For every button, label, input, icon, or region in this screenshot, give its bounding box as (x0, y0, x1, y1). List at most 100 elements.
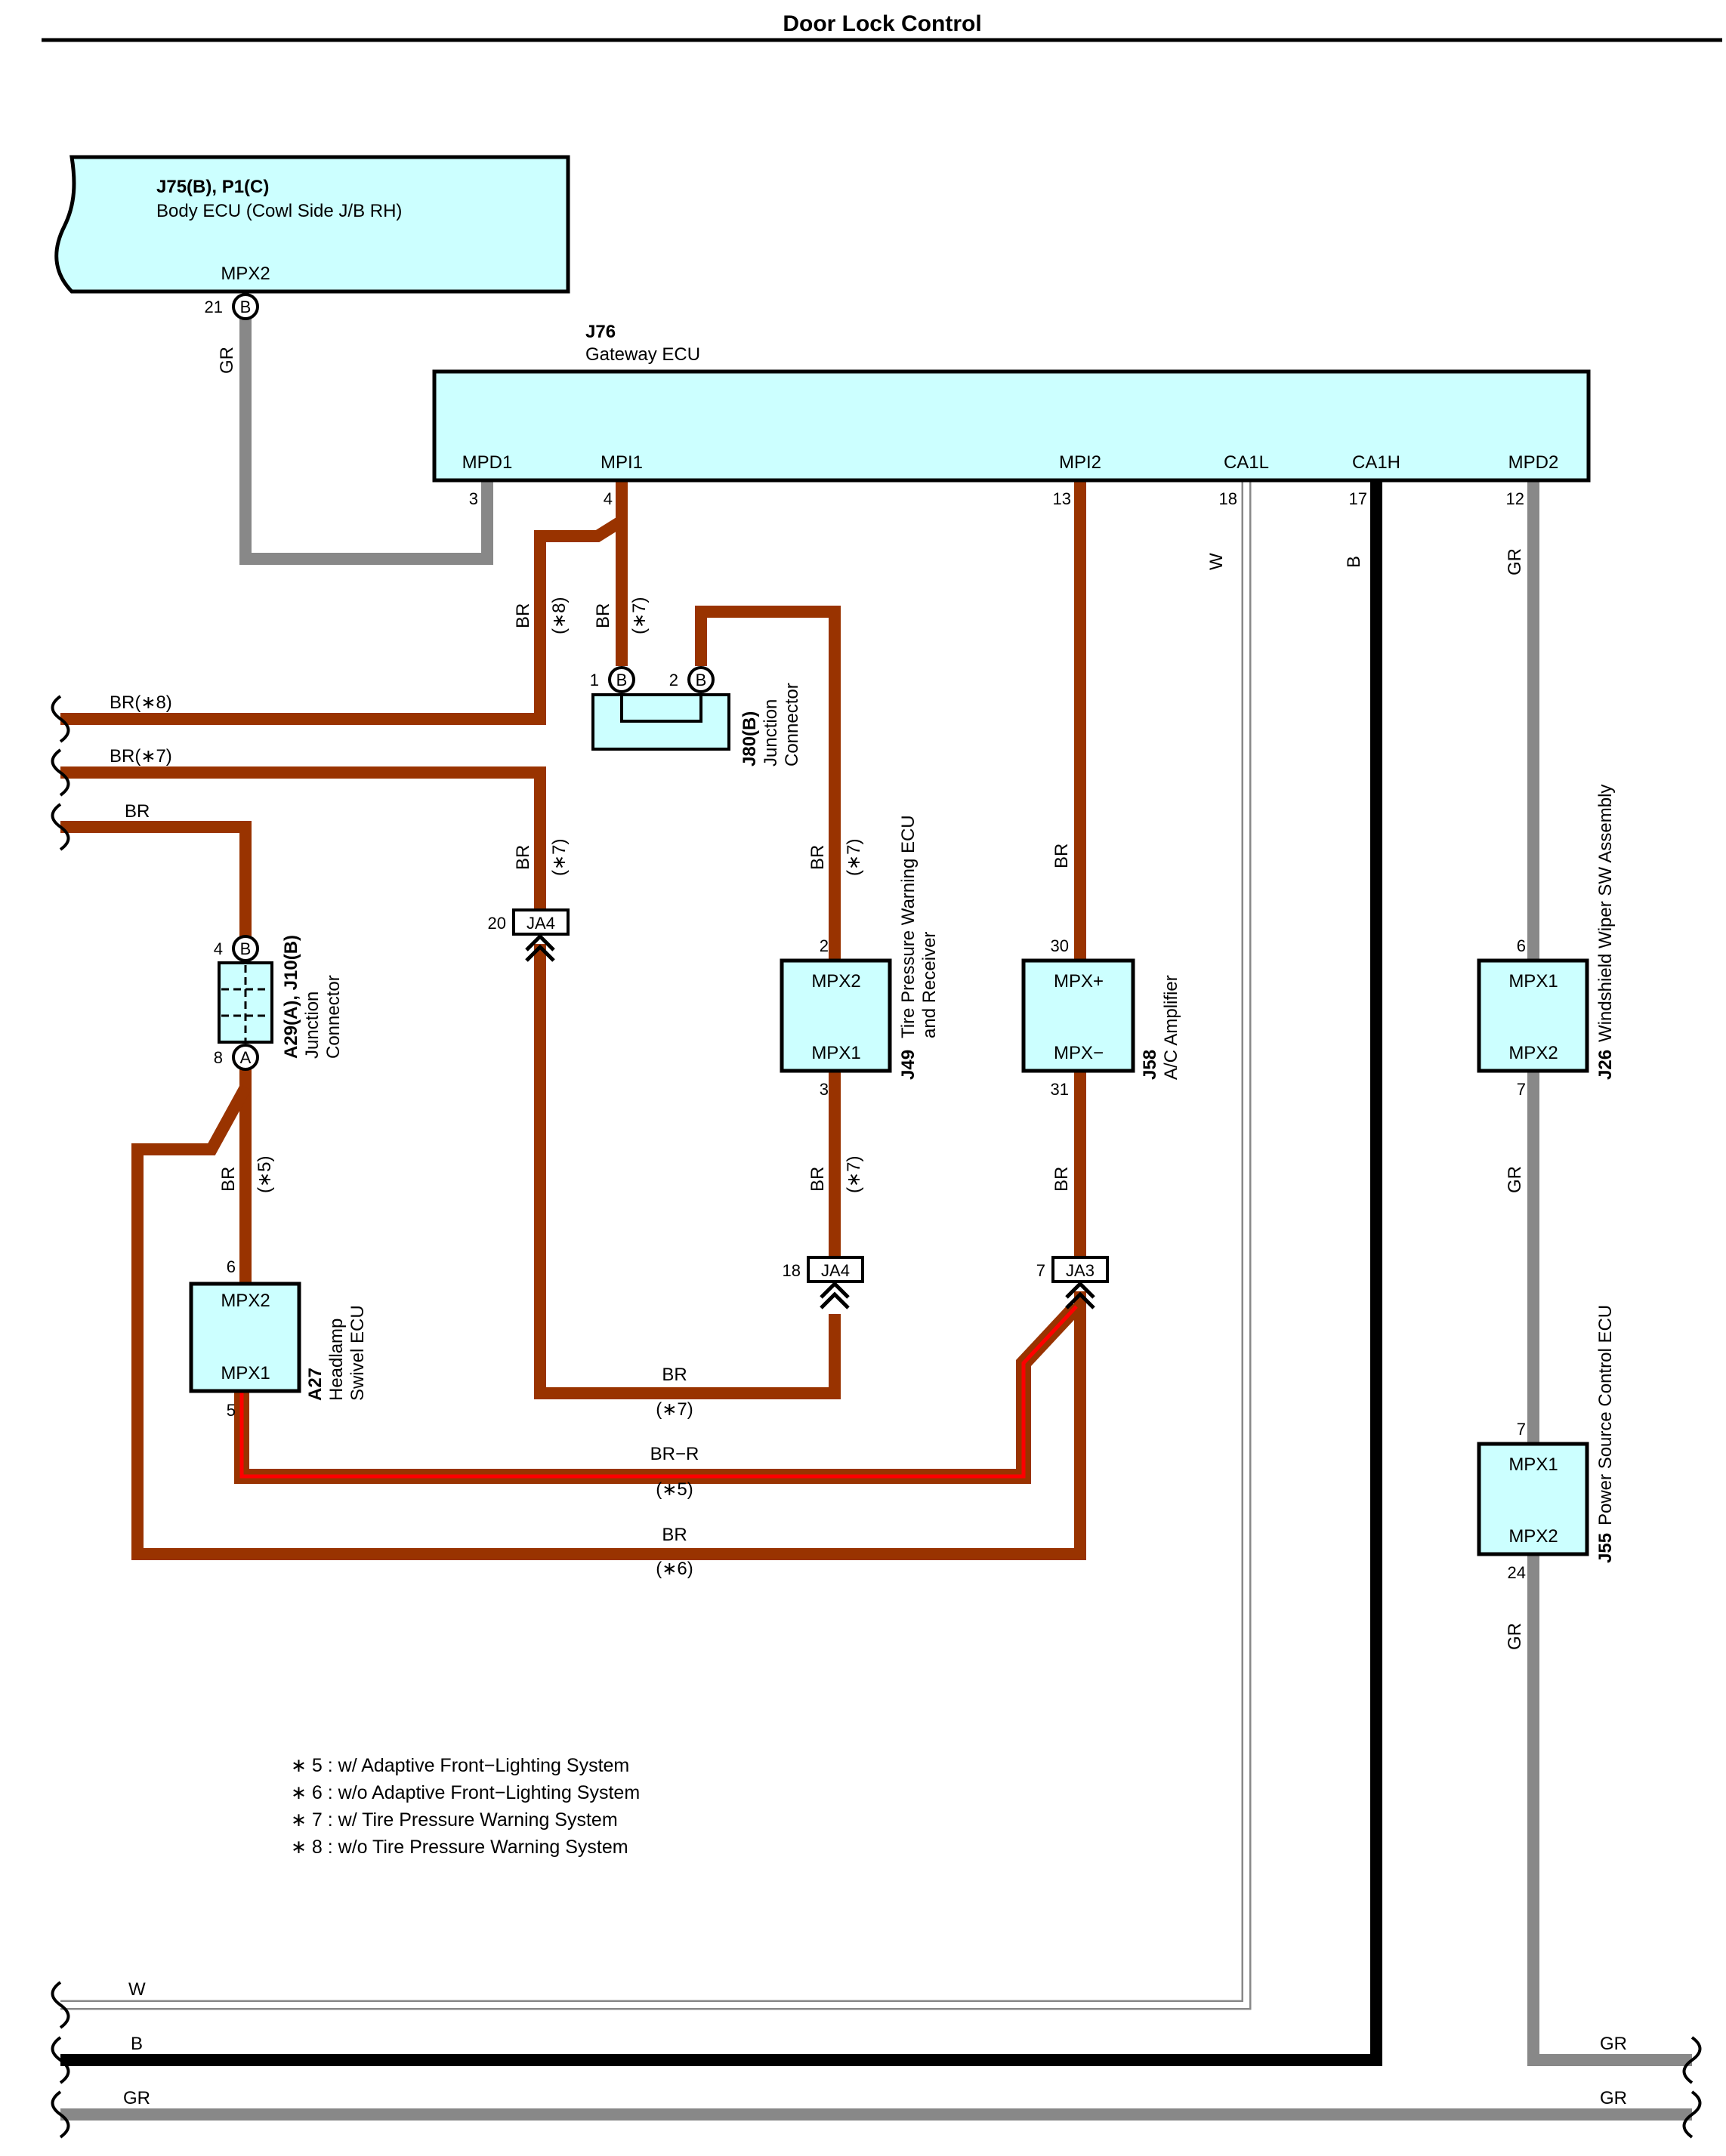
label-br-n7-loop: BR (662, 1365, 687, 1385)
j58-bot-pin: 31 (1051, 1080, 1069, 1099)
gateway-pin-number-2: 13 (1053, 489, 1071, 508)
label-br-n6: BR (662, 1525, 687, 1545)
break-left-b (51, 2036, 70, 2084)
ja4-lower-box (807, 1256, 864, 1283)
break-left-br (51, 803, 70, 851)
gateway-ecu-name: Gateway ECU (585, 344, 700, 365)
body-ecu-conn-letter: B (240, 298, 252, 316)
wire-br-n6-loop (131, 1084, 1086, 1560)
tire-pressure-ecu-j49: MPX2 MPX1 2 3 J49 Tire Pressure Warning … (780, 815, 940, 1099)
j55-code: J55 (1595, 1533, 1616, 1563)
headlamp-swivel-ecu-a27: MPX2 MPX1 6 5 A27 Headlamp Swivel ECU (189, 1257, 368, 1420)
j80-internal-link (620, 695, 702, 723)
ja3-chevron-1 (1065, 1281, 1095, 1299)
wire-gr-body-to-mpd1 (239, 316, 493, 565)
j49-box (780, 958, 892, 1073)
note-6: ∗ 6 : w/o Adaptive Front−Lighting System (291, 1782, 640, 1803)
a27-name-2: Swivel ECU (347, 1305, 368, 1401)
label-br-mpi1: BR (593, 603, 613, 628)
label-br-n7-left: BR(∗7) (110, 746, 172, 766)
body-ecu-name: Body ECU (Cowl Side J/B RH) (156, 201, 402, 221)
label-n7-j49-bot: (∗7) (844, 1156, 864, 1193)
j80-pin2-circle (687, 666, 715, 693)
label-br-j49-bot: BR (807, 1167, 828, 1192)
j58-top-label: MPX+ (1054, 971, 1104, 992)
ja4-upper-chevron-1 (525, 933, 555, 952)
a29-bot-circle (232, 1044, 259, 1071)
body-ecu-box (54, 155, 570, 294)
j49-name-2: and Receiver (919, 932, 940, 1038)
gateway-pin-number-5: 12 (1506, 489, 1524, 508)
label-b-bottom: B (131, 2034, 143, 2054)
ja4-lower-chevron-1 (820, 1281, 850, 1299)
wire-br-n8-left (60, 480, 628, 725)
gateway-pin-number-3: 18 (1219, 489, 1237, 508)
j49-top-label: MPX2 (811, 971, 860, 992)
a29-name-2: Connector (323, 975, 344, 1059)
a27-bot-label: MPX1 (221, 1363, 270, 1383)
wire-br-n7-loop (534, 944, 841, 1399)
break-left-br-n7 (51, 748, 70, 797)
label-gr-right-lower: GR (1600, 2088, 1627, 2108)
j49-name-1: Tire Pressure Warning ECU (898, 815, 919, 1038)
ja3-pin: 7 (1036, 1261, 1045, 1280)
wire-br-j80-to-j49 (695, 606, 841, 961)
gateway-ecu-j76: J76 Gateway ECU MPD13MPI14MPI213CA1L18CA… (432, 322, 1591, 508)
break-left-w (51, 1981, 70, 2029)
a29-top-pin: 4 (214, 939, 223, 958)
j55-bot-pin: 24 (1508, 1563, 1526, 1582)
body-ecu-pin-label: MPX2 (221, 264, 270, 284)
j49-bot-label: MPX1 (811, 1043, 860, 1063)
note-8: ∗ 8 : w/o Tire Pressure Warning System (291, 1837, 628, 1858)
label-gr-right-upper: GR (1600, 2034, 1627, 2054)
junction-connector-a29: B 4 A 8 A29(A), J10(B) Junction Connecto… (214, 935, 344, 1071)
label-b-vertical: B (1344, 556, 1364, 568)
j80-pin1-circle (608, 666, 635, 693)
label-br-j58-bot: BR (1051, 1167, 1072, 1192)
power-source-ecu-j55: MPX1 MPX2 7 24 J55 Power Source Control … (1477, 1305, 1616, 1582)
ja4-lower-chevron-2 (820, 1291, 850, 1309)
a29-code: A29(A), J10(B) (281, 935, 301, 1059)
j26-name: Windshield Wiper SW Assembly (1595, 785, 1616, 1042)
label-n5-a27: (∗5) (255, 1156, 275, 1193)
j26-top-pin: 6 (1517, 936, 1526, 955)
label-br-left: BR (125, 801, 150, 822)
wires (60, 316, 1692, 2121)
wire-gr-j55-to-right (1527, 1554, 1692, 2066)
gateway-pin-number-1: 4 (604, 489, 613, 508)
a27-bot-pin: 5 (227, 1401, 236, 1420)
gateway-ecu-box (432, 369, 1591, 483)
j80-name-1: Junction (761, 699, 781, 766)
label-w-vertical: W (1206, 553, 1227, 570)
ja4-upper-pin: 20 (488, 914, 506, 933)
ja3-junction: JA3 7 (1036, 1256, 1109, 1309)
label-gr-j26-j55: GR (1505, 1166, 1525, 1193)
j80-pin2-no: 2 (669, 671, 678, 689)
gateway-pin-label-4: CA1H (1352, 452, 1400, 473)
break-right-gr-lower (1682, 2090, 1702, 2139)
ja3-chevron-2 (1065, 1291, 1095, 1309)
j49-code: J49 (898, 1050, 919, 1080)
wire-w-inner (60, 480, 1249, 2008)
label-n5-br-r: (∗5) (656, 1479, 693, 1500)
ja3-name: JA3 (1066, 1261, 1095, 1280)
j55-top-pin: 7 (1517, 1420, 1526, 1439)
label-br-j49-top: BR (807, 845, 828, 870)
gateway-pin-label-1: MPI1 (601, 452, 643, 473)
a29-bot-conn: A (240, 1048, 252, 1067)
ja4-upper-box (512, 908, 570, 936)
a27-top-label: MPX2 (221, 1291, 270, 1311)
j58-name: A/C Amplifier (1161, 975, 1181, 1080)
wire-br-n7-left (60, 766, 546, 910)
ac-amplifier-j58: MPX+ MPX− 30 31 J58 A/C Amplifier (1021, 936, 1181, 1099)
ja4-lower-name: JA4 (821, 1261, 850, 1280)
j80-pin1-no: 1 (590, 671, 599, 689)
label-n7-mpi1: (∗7) (629, 597, 650, 634)
junction-connector-j80: B 1 B 2 J80(B) Junction Connector (590, 666, 802, 766)
j26-bot-label: MPX2 (1508, 1043, 1558, 1063)
gateway-pin-number-0: 3 (469, 489, 478, 508)
gateway-pin-label-3: CA1L (1224, 452, 1269, 473)
a27-box (189, 1282, 301, 1393)
